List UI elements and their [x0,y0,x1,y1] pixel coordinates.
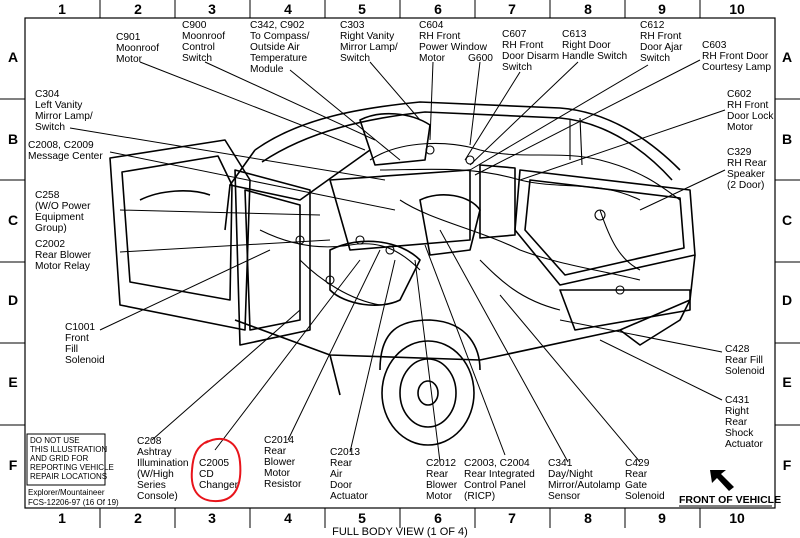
grid-col-2-bottom: 2 [134,510,142,526]
leader-lines [69,59,726,463]
grid-row-c-right: C [782,212,792,228]
front-of-vehicle-label: FRONT OF VEHICLE [679,494,781,506]
grid-row-b-right: B [782,131,792,147]
grid-col-9-bottom: 9 [658,510,666,526]
grid-col-2: 2 [134,1,142,17]
grid-col-6: 6 [434,1,442,17]
grid-col-8-bottom: 8 [584,510,592,526]
diagram-caption: FULL BODY VIEW (1 OF 4) [332,526,468,538]
grid-row-f: F [9,457,18,473]
notice-box [26,433,106,486]
grid-col-5: 5 [358,1,366,17]
grid-row-f-right: F [783,457,792,473]
grid-row-b: B [8,131,18,147]
grid-col-4-bottom: 4 [284,510,292,526]
highlight-circle [190,438,242,503]
grid-col-1-bottom: 1 [58,510,66,526]
front-arrow-icon [710,470,734,491]
grid-row-a: A [8,49,18,65]
grid-col-3-bottom: 3 [208,510,216,526]
grid-col-6-bottom: 6 [434,510,442,526]
grid-row-e-right: E [782,374,791,390]
grid-col-10-bottom: 10 [729,510,745,526]
grid-row-d: D [8,292,18,308]
grid-col-4: 4 [284,1,292,17]
grid-row-d-right: D [782,292,792,308]
grid-row-c: C [8,212,18,228]
grid-row-a-right: A [782,49,792,65]
wiring-harness [259,117,681,311]
grid-col-1: 1 [58,1,66,17]
grid-col-10: 10 [729,1,745,17]
grid-col-5-bottom: 5 [358,510,366,526]
grid-col-7-bottom: 7 [508,510,516,526]
vehicle-body-illustration [109,101,696,446]
grid-row-e: E [8,374,17,390]
label-g600: G600 [468,53,493,64]
grid-col-7: 7 [508,1,516,17]
grid-col-3: 3 [208,1,216,17]
grid-col-8: 8 [584,1,592,17]
grid-col-9: 9 [658,1,666,17]
